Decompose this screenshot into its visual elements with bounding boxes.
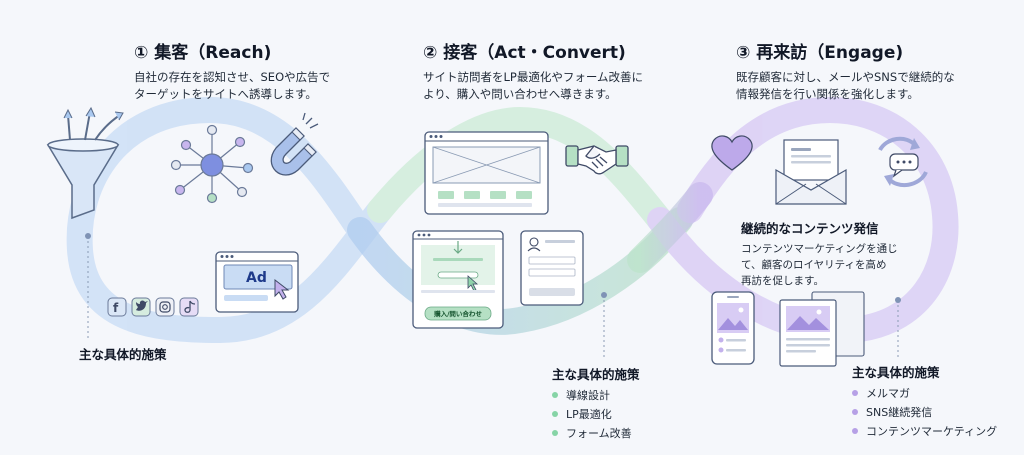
envelope-icon <box>775 139 847 205</box>
handshake-icon <box>565 145 629 175</box>
step-title: ① 集客（Reach) <box>134 43 272 63</box>
step-title: ③ 再来訪（Engage) <box>736 43 904 63</box>
pointer-dot <box>601 292 607 298</box>
step-description-line: 自社の存在を認知させ、SEOや広告で <box>134 70 331 84</box>
tactic-item: LP最適化 <box>552 405 640 424</box>
tactic-item: コンテンツマーケティング <box>852 422 997 441</box>
twitter-icon <box>131 297 151 317</box>
refresh-chat-icon <box>878 136 928 188</box>
funnel-icon <box>46 106 124 220</box>
content-section-line: て、顧客のロイヤリティを高め <box>741 259 887 271</box>
smartphone-icon <box>711 291 755 365</box>
cta-button-label: 購入/問い合わせ <box>433 309 482 318</box>
pointer-lines <box>87 236 899 360</box>
content-section: 継続的なコンテンツ発信 コンテンツマーケティングを通じ て、顧客のロイヤリティを… <box>741 218 898 289</box>
step-description: 自社の存在を認知させ、SEOや広告で ターゲットをサイトへ誘導します。 <box>134 69 330 103</box>
content-section-title: 継続的なコンテンツ発信 <box>741 221 879 236</box>
step-reach: ① 集客（Reach) 自社の存在を認知させ、SEOや広告で ターゲットをサイト… <box>134 38 330 103</box>
step-description-line: サイト訪問者をLP最適化やフォーム改善に <box>423 70 643 84</box>
tactic-item: メルマガ <box>852 384 997 403</box>
tactics-convert: 主な具体的施策 導線設計 LP最適化 フォーム改善 <box>552 364 640 443</box>
instagram-icon <box>155 297 175 317</box>
pointer-dot <box>85 233 91 239</box>
step-description-line: 情報発信を行い関係を強化します。 <box>736 87 919 101</box>
content-section-line: コンテンツマーケティングを通じ <box>741 243 898 255</box>
step-title: ② 接客（Act・Convert) <box>423 43 626 63</box>
tactic-item: フォーム改善 <box>552 424 640 443</box>
step-description: サイト訪問者をLP最適化やフォーム改善に より、購入や問い合わせへ導きます。 <box>423 69 643 103</box>
step-description: 既存顧客に対し、メールやSNSで継続的な 情報発信を行い関係を強化します。 <box>736 69 955 103</box>
svg-text:f: f <box>113 301 119 315</box>
tactics-heading: 主な具体的施策 <box>852 365 940 380</box>
heart-icon <box>711 135 753 171</box>
tactics-heading: 主な具体的施策 <box>552 367 640 382</box>
social-icons: f <box>107 297 199 317</box>
tactics-heading: 主な具体的施策 <box>79 347 167 362</box>
wireframe-browser-icon <box>424 131 549 215</box>
form-icon <box>520 230 584 306</box>
tactic-item: SNS継続発信 <box>852 403 997 422</box>
tactics-reach: 主な具体的施策 <box>79 344 167 363</box>
article-icon <box>779 291 865 367</box>
step-description-line: より、購入や問い合わせへ導きます。 <box>423 87 617 101</box>
ad-label: Ad <box>246 270 267 286</box>
tiktok-icon <box>179 297 199 317</box>
content-section-line: 再訪を促します。 <box>741 275 824 287</box>
magnet-icon <box>270 112 319 176</box>
step-convert: ② 接客（Act・Convert) サイト訪問者をLP最適化やフォーム改善に よ… <box>423 38 643 103</box>
ad-browser-icon: Ad <box>215 251 299 313</box>
landing-page-icon: 購入/問い合わせ <box>412 230 504 329</box>
tactic-item: 導線設計 <box>552 386 640 405</box>
pointer-dot <box>895 297 901 303</box>
step-description-line: ターゲットをサイトへ誘導します。 <box>134 87 317 101</box>
step-engage: ③ 再来訪（Engage) 既存顧客に対し、メールやSNSで継続的な 情報発信を… <box>736 38 955 103</box>
content-section-body: コンテンツマーケティングを通じ て、顧客のロイヤリティを高め 再訪を促します。 <box>741 241 898 289</box>
step-description-line: 既存顧客に対し、メールやSNSで継続的な <box>736 70 955 84</box>
tactics-engage: 主な具体的施策 メルマガ SNS継続発信 コンテンツマーケティング <box>852 362 997 441</box>
facebook-icon: f <box>107 297 127 317</box>
network-icon <box>170 124 254 204</box>
